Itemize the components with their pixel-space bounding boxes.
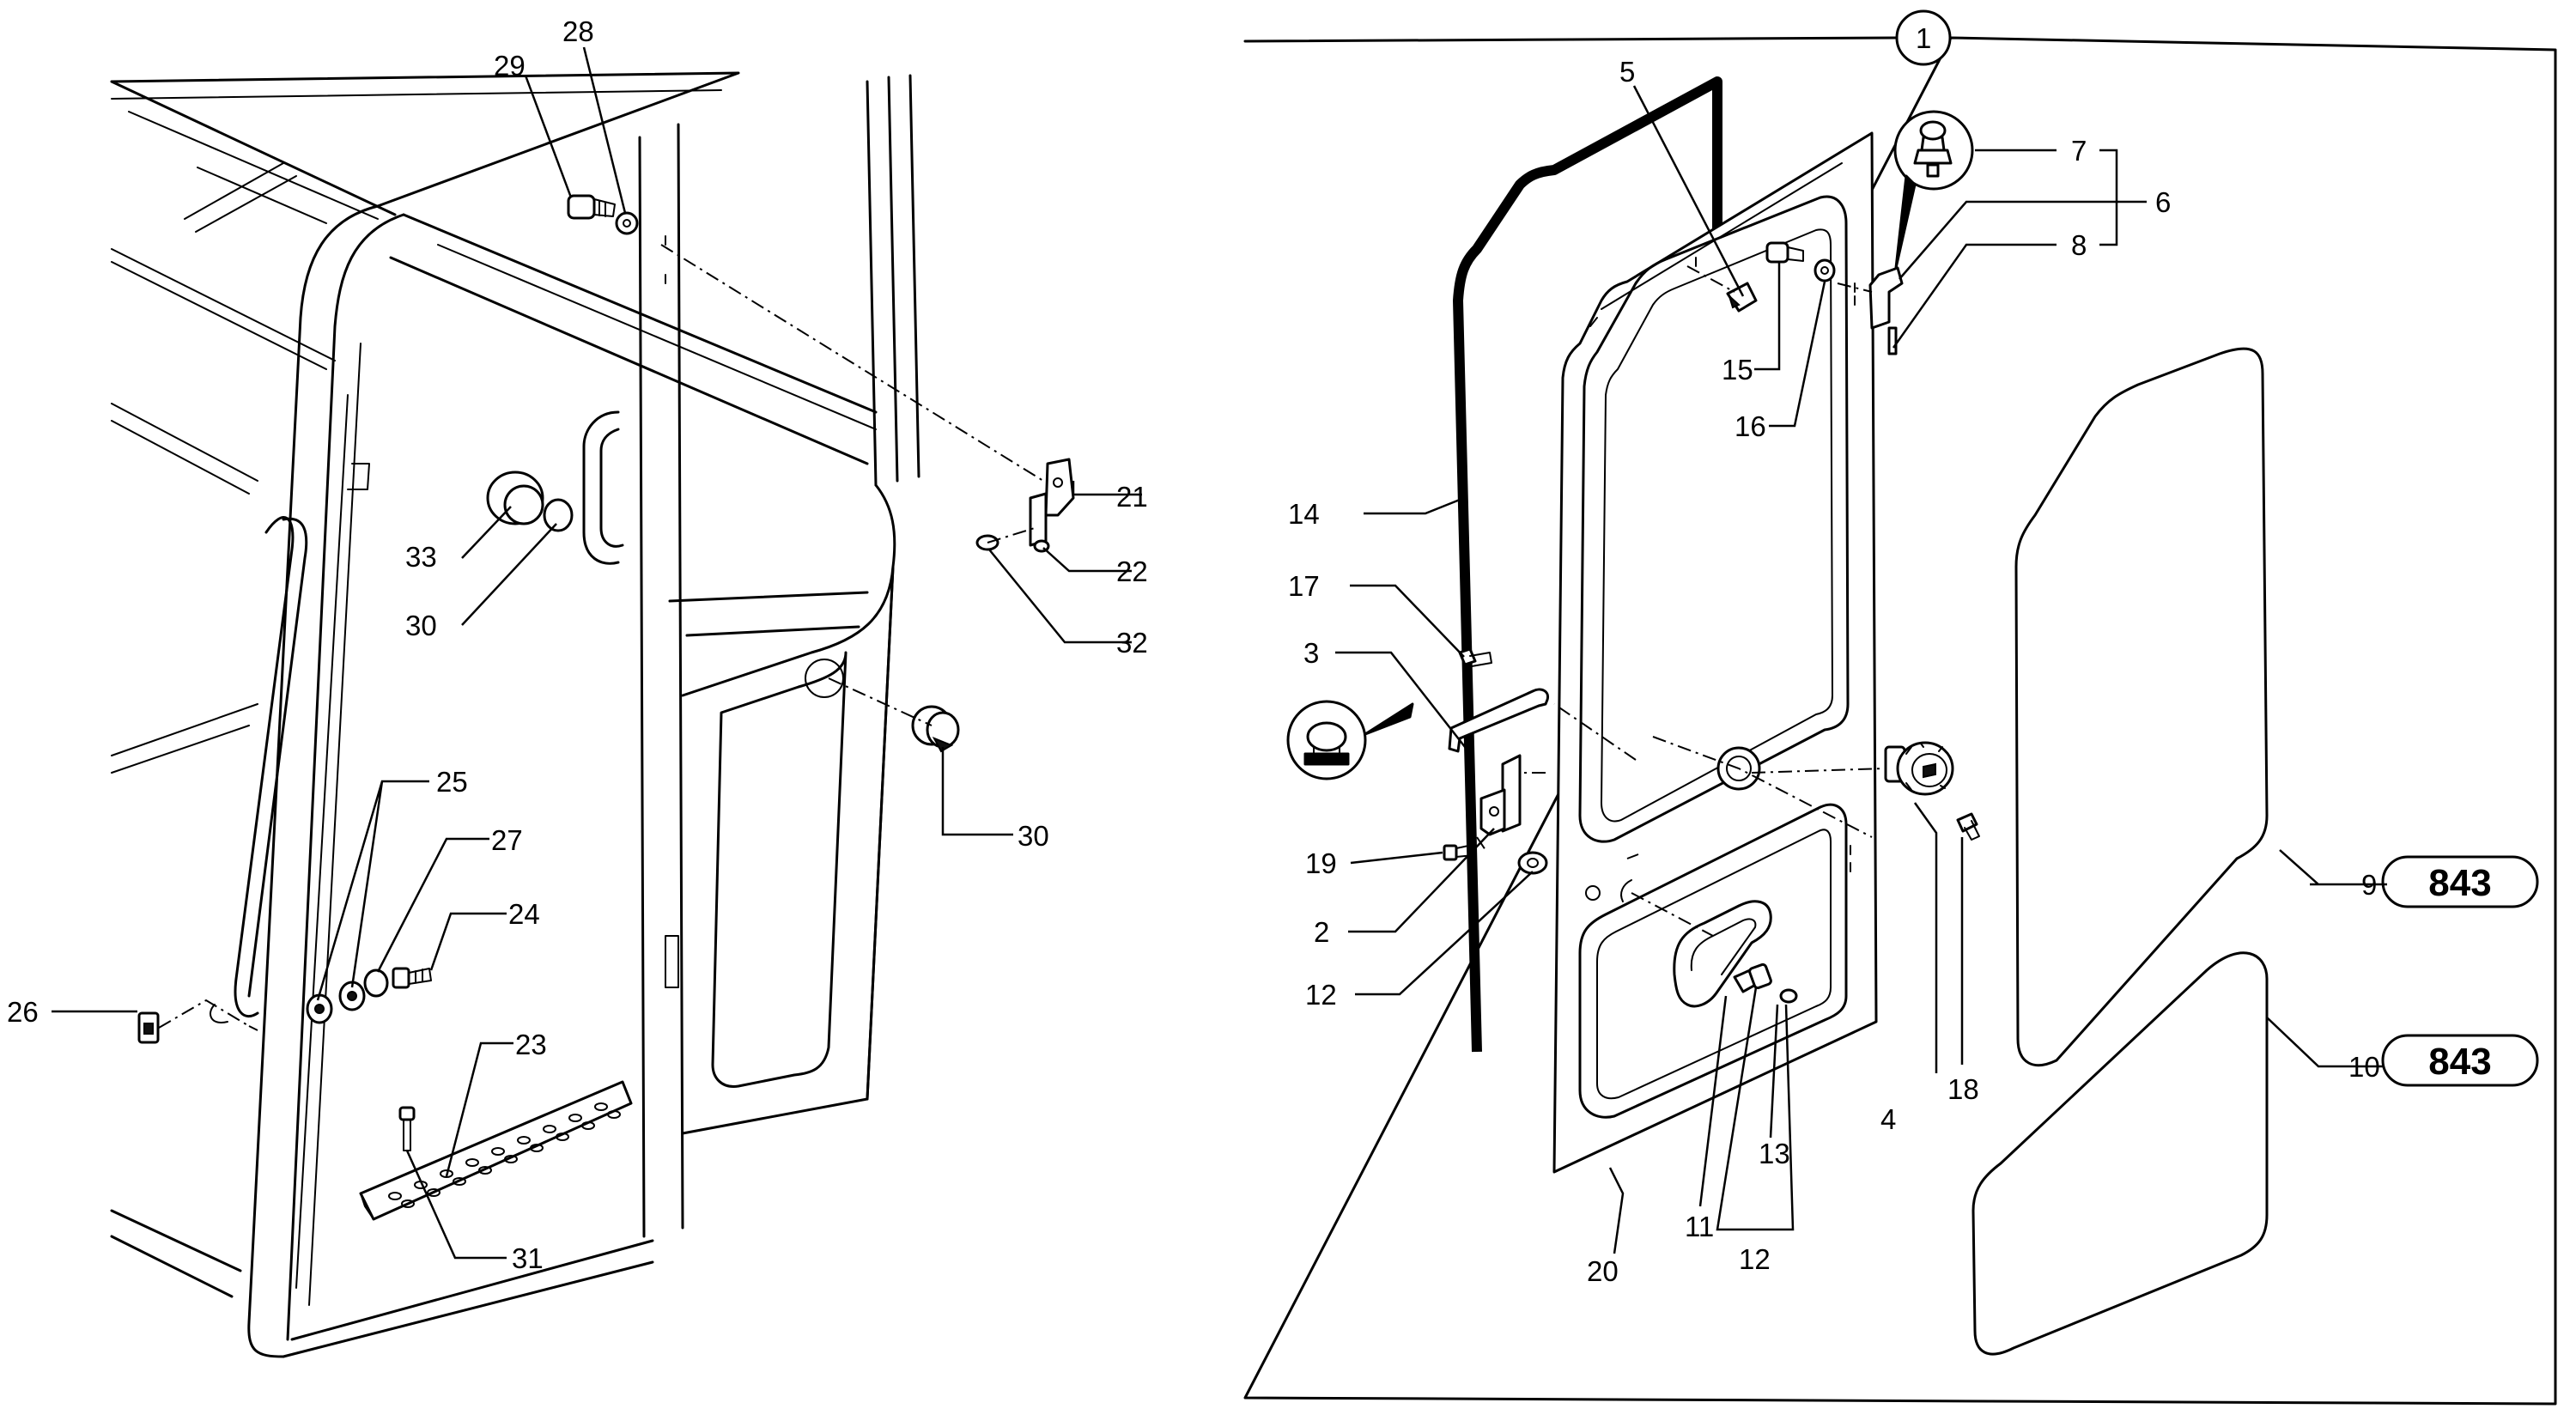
part-14-door-seal <box>1453 76 1722 1053</box>
door-lock-hole <box>805 659 844 698</box>
part-16-washer <box>1814 258 1836 282</box>
right-assembly-lines <box>1476 265 1886 937</box>
part-17-screw <box>1458 647 1492 667</box>
callout-18: 18 <box>1947 1073 1979 1105</box>
door-handle <box>582 410 624 565</box>
callout-1: 1 <box>1916 22 1931 54</box>
part-18-screw <box>1956 812 1980 841</box>
callout-25: 25 <box>436 766 468 798</box>
callout-30-upper: 30 <box>405 610 437 641</box>
assembly-line-hinge <box>660 244 1044 482</box>
part-27-spacer <box>363 969 389 998</box>
part-2-lock-bracket <box>1479 754 1522 836</box>
right-leader-lines <box>1335 85 2387 1254</box>
right-callout-labels: 5 7 6 8 15 16 14 17 3 19 2 12 9 10 18 4 … <box>1288 56 2380 1287</box>
callout-4: 4 <box>1880 1103 1896 1135</box>
part-26-clip <box>137 1011 160 1044</box>
callout-31: 31 <box>512 1242 544 1274</box>
callout-9: 9 <box>2361 869 2377 901</box>
part-24-screw <box>392 967 432 989</box>
callout-17: 17 <box>1288 570 1320 602</box>
callout-24: 24 <box>508 898 540 930</box>
cab-roof-frame <box>110 71 878 774</box>
callout-22: 22 <box>1116 556 1148 587</box>
callout-12-upper: 12 <box>1305 979 1337 1011</box>
part-12-washer <box>1517 851 1548 875</box>
cab-front-pillar <box>247 204 405 1358</box>
part-13-screw <box>1779 988 1798 1004</box>
cab-floor <box>110 591 869 1358</box>
callout-33: 33 <box>405 541 437 573</box>
ref-843-a: 843 <box>2428 862 2491 904</box>
part-5-striker-pin <box>1726 282 1758 313</box>
part-8-hinge-pin <box>1887 326 1898 355</box>
part-15-bolt <box>1765 241 1804 264</box>
callout-29: 29 <box>494 50 526 82</box>
operator-seat-symbol <box>1286 700 1414 780</box>
part-6-door-hinge <box>1868 266 1904 330</box>
callout-21: 21 <box>1116 481 1148 513</box>
callout-14: 14 <box>1288 498 1320 530</box>
callout-7: 7 <box>2071 135 2087 167</box>
ref-843-b: 843 <box>2428 1041 2491 1083</box>
cab-door <box>681 565 895 1135</box>
assembly-line-cap <box>828 677 933 726</box>
part-30-cap-b <box>911 705 960 753</box>
callout-16: 16 <box>1735 410 1766 442</box>
part-12-lock-knob <box>1733 962 1772 993</box>
part-11-inner-handle <box>1673 900 1772 1008</box>
grease-nipple-detail <box>1893 110 1974 270</box>
callout-23: 23 <box>515 1029 547 1060</box>
callout-20: 20 <box>1587 1255 1619 1287</box>
cab-rear-pillars <box>638 74 920 1238</box>
part-10-lower-glass <box>1971 951 2269 1356</box>
callout-6: 6 <box>2155 186 2171 218</box>
part-33-bushing <box>486 471 544 525</box>
callout-32: 32 <box>1116 627 1148 659</box>
callout-11: 11 <box>1685 1211 1714 1242</box>
grab-handle <box>210 516 308 1023</box>
left-callout-labels: 29 28 21 22 32 33 30 30 25 27 24 26 23 3… <box>7 15 1148 1274</box>
ref-badge-9: 843 <box>2381 855 2539 908</box>
callout-2: 2 <box>1314 916 1329 948</box>
callout-28: 28 <box>562 15 594 47</box>
callout-5: 5 <box>1619 56 1635 88</box>
ref-badge-10: 843 <box>2381 1034 2539 1087</box>
assembly-line-washer <box>987 527 1036 543</box>
part-4-lock-cylinder <box>1884 741 1954 796</box>
part-20-door-panel <box>1552 131 1878 1174</box>
callout-15: 15 <box>1722 354 1753 386</box>
callout-27: 27 <box>491 824 523 856</box>
callout-12-lower: 12 <box>1739 1243 1771 1275</box>
part-9-upper-glass <box>2014 347 2269 1067</box>
callout-8: 8 <box>2071 229 2087 261</box>
part-29-bolt <box>567 194 616 220</box>
left-leader-lines <box>52 46 1142 1260</box>
cab-frame-view <box>110 71 920 1358</box>
assembly-line-clip <box>158 999 258 1031</box>
callout-30-lower: 30 <box>1018 820 1049 852</box>
group-marker-1 <box>1895 9 1952 66</box>
callout-26: 26 <box>7 996 39 1028</box>
callout-3: 3 <box>1303 637 1319 669</box>
callout-13: 13 <box>1759 1138 1790 1169</box>
callout-19: 19 <box>1305 847 1337 879</box>
step-plate-holes <box>388 1102 621 1208</box>
part-30-cap-a <box>543 498 574 532</box>
callout-10: 10 <box>2348 1051 2380 1083</box>
part-31-bolt <box>398 1106 416 1151</box>
part-23-step-plate <box>359 1080 633 1221</box>
door-detail-panel: 1 <box>1243 9 2557 1406</box>
part-28-washer <box>615 211 639 235</box>
part-21-hinge-bracket <box>1029 458 1075 547</box>
